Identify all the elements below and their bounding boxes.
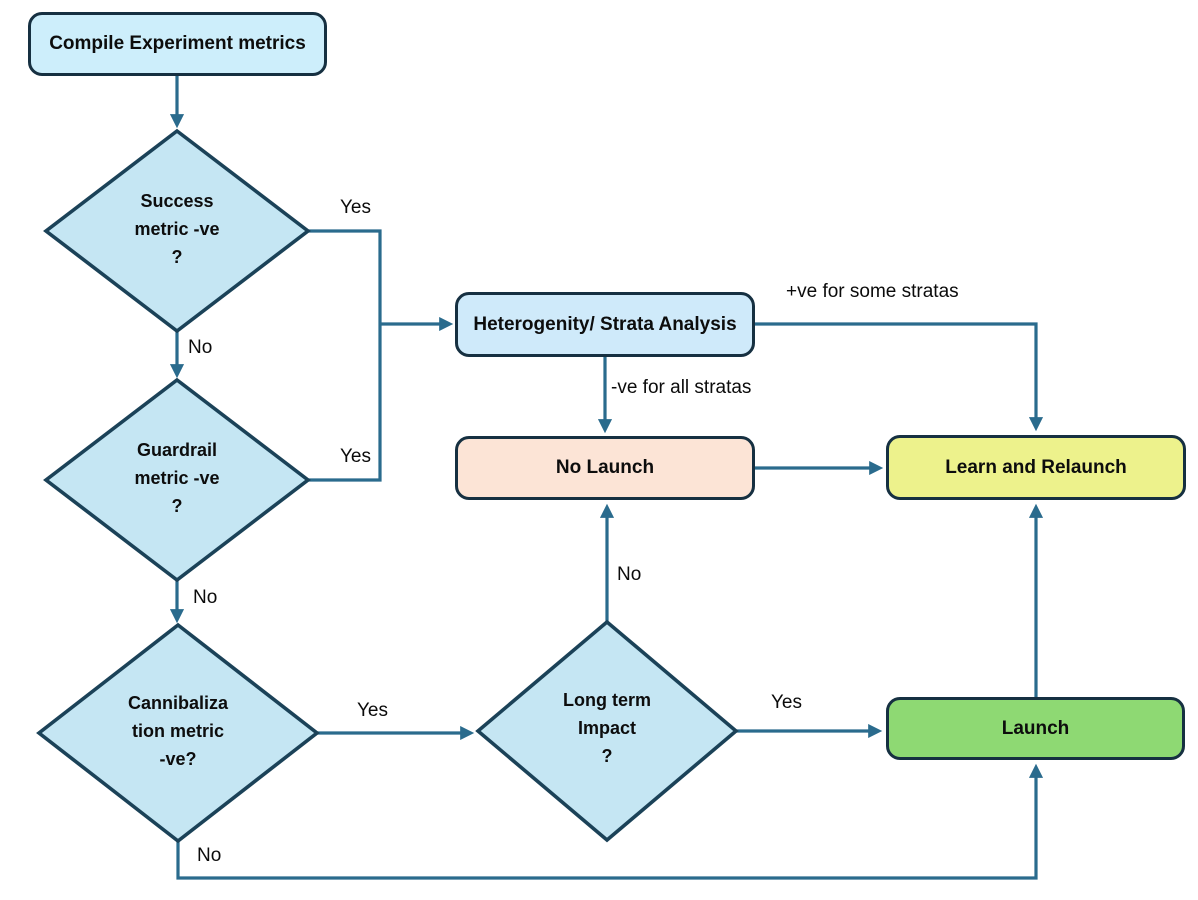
node-launch: Launch [886, 697, 1185, 760]
edge-label-cannibalization-no: No [197, 845, 222, 866]
decision-guardrail-metric [43, 377, 311, 583]
edge-label-cannibalization-yes: Yes [357, 700, 388, 721]
edge-heterogeneity-to-learn-relaunch [755, 322, 1044, 432]
decision-longterm-label: Long term Impact ? [563, 690, 651, 766]
node-heterogeneity-strata-analysis: Heterogenity/ Strata Analysis [455, 292, 755, 357]
node-compile-label: Compile Experiment metrics [49, 33, 306, 55]
edge-cannibalization-no-to-launch [176, 763, 1044, 880]
node-heterogeneity-label: Heterogenity/ Strata Analysis [473, 313, 737, 335]
edge-label-guardrail-yes: Yes [340, 446, 371, 467]
decision-success-metric [43, 128, 311, 334]
node-learn-and-relaunch: Learn and Relaunch [886, 435, 1186, 500]
edge-label-longterm-yes: Yes [771, 692, 802, 713]
edge-label-success-yes: Yes [340, 197, 371, 218]
decision-success-label: Success metric -ve ? [134, 191, 220, 267]
node-launch-label: Launch [1001, 717, 1070, 739]
node-learn-label: Learn and Relaunch [945, 456, 1127, 478]
node-no-launch-label: No Launch [555, 457, 655, 479]
decision-longterm-impact [475, 619, 739, 843]
decision-cannibalization-label: Cannibaliza tion metric -ve? [127, 693, 229, 769]
edge-label-longterm-no: No [617, 564, 642, 585]
edge-label-success-no: No [188, 337, 213, 358]
decision-cannibalization-metric [36, 622, 320, 844]
node-compile-experiment-metrics: Compile Experiment metrics [28, 12, 327, 76]
edge-label-negative-all-stratas: -ve for all stratas [611, 377, 752, 398]
edge-label-guardrail-no: No [193, 587, 218, 608]
edge-yes-merge-vertical [308, 229, 382, 482]
decision-guardrail-label: Guardrail metric -ve ? [134, 440, 220, 516]
node-no-launch: No Launch [455, 436, 755, 500]
edge-label-positive-some-stratas: +ve for some stratas [786, 281, 959, 302]
